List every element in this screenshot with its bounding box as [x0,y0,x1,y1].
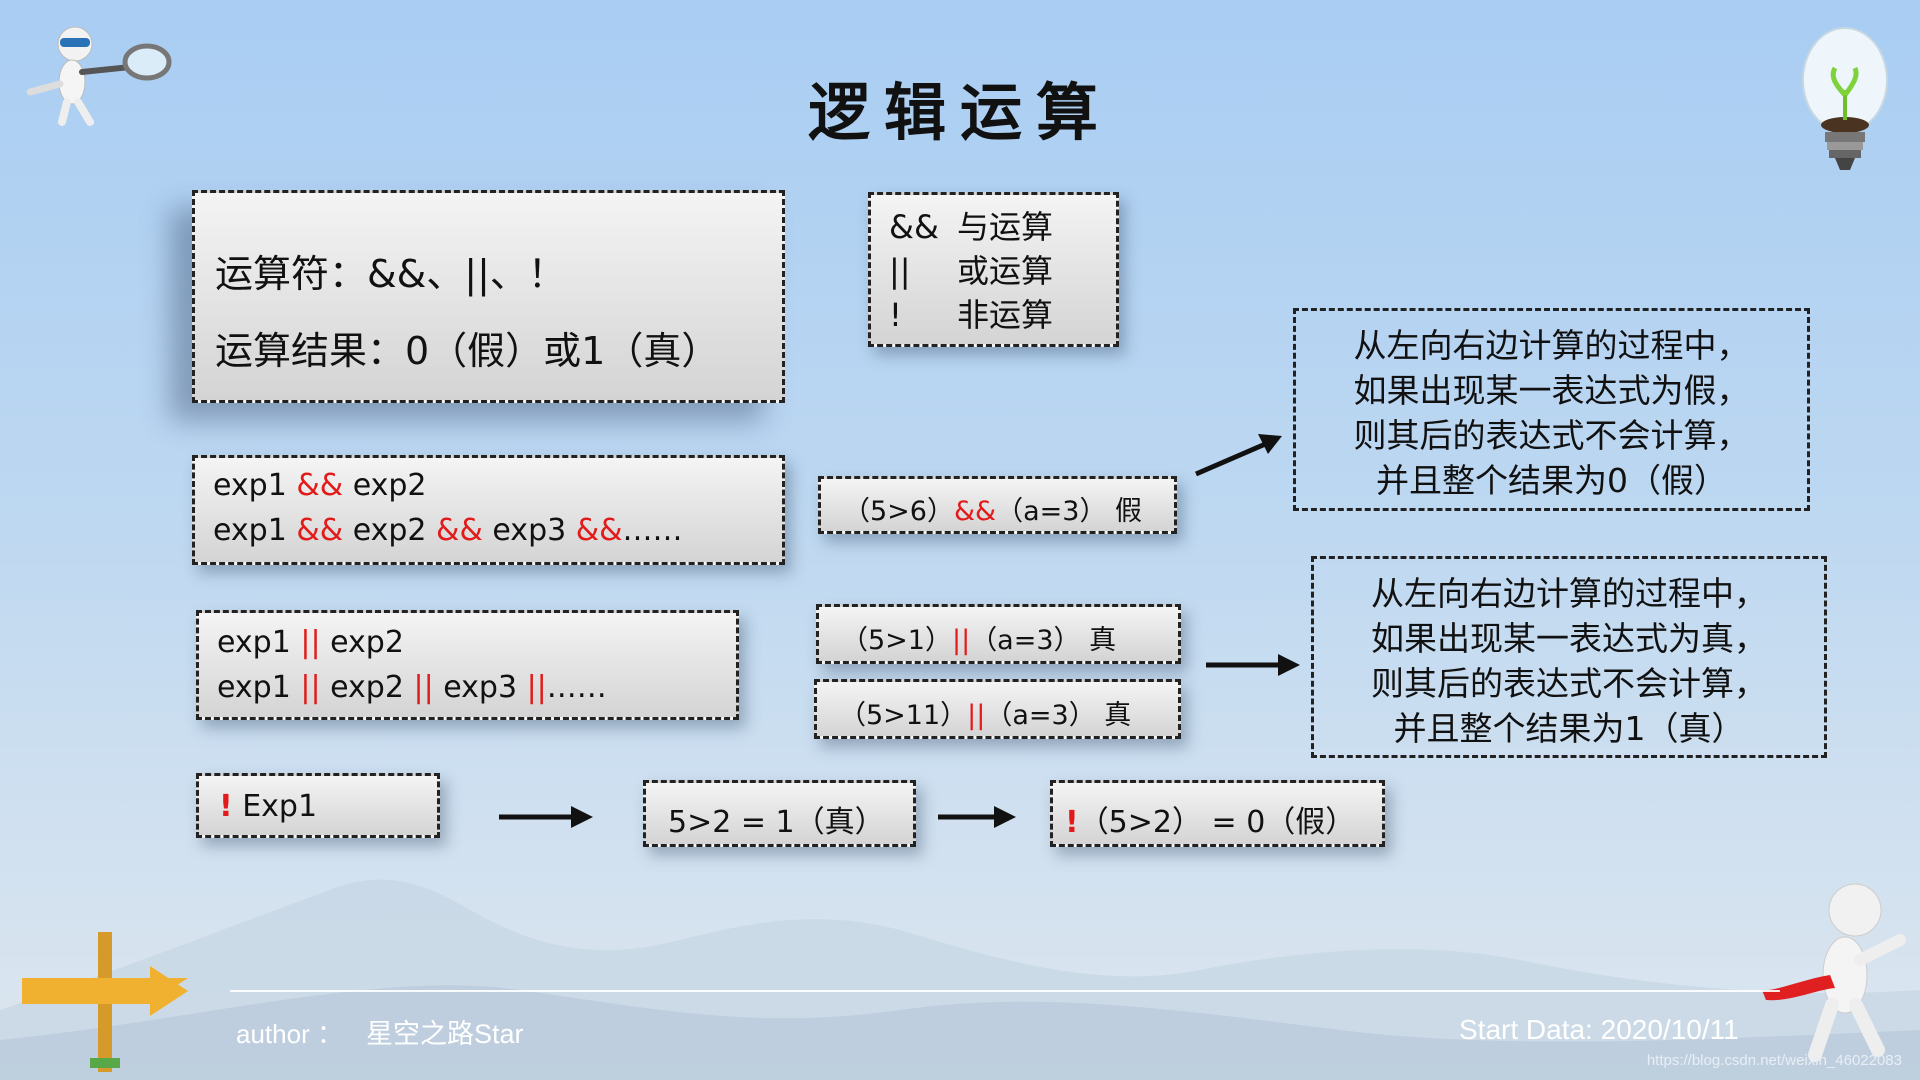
or-operator: || [526,670,547,705]
expr-text: （5>6） [843,496,954,527]
author-name: 星空之路Star [366,1019,524,1049]
not-step2-box: !（5>2） = 0（假） [1050,780,1385,847]
signpost-icon [22,932,188,1072]
or-chain-line: exp1 || exp2 || exp3 ||…… [217,670,607,705]
and-operator: && [953,496,997,527]
expr-text: （a=3） 真 [985,700,1132,731]
legend-op: && [889,208,939,246]
expr-text: exp3 [433,670,527,705]
or-note-box: 从左向右边计算的过程中， 如果出现某一表达式为真， 则其后的表达式不会计算， 并… [1311,556,1827,758]
or-operator: || [413,670,434,705]
legend-desc: 或运算 [957,252,1054,290]
expr-text: exp2 [343,468,427,503]
arrow-right-icon [1206,654,1300,676]
note-line: 从左向右边计算的过程中， [1353,326,1750,365]
or-example-text: （5>1）||（a=3） 真 [841,618,1116,657]
expr-text: exp1 [213,468,297,503]
runner-figure-icon [1762,883,1906,1062]
note-line: 如果出现某一表达式为真， [1371,619,1767,658]
expr-text: exp2 [343,513,437,548]
expr-text: exp3 [482,513,576,548]
expr-text: （a=3） 真 [970,625,1117,656]
or-operator: || [300,670,321,705]
operators-box: 运算符：&&、||、！ 运算结果：0（假）或1（真） [192,190,785,403]
legend-row: && 与运算 [889,205,1053,249]
expr-text: （5>11） [839,700,968,731]
or-example-text: （5>11）||（a=3） 真 [839,693,1131,732]
not-step2-text: !（5>2） = 0（假） [1065,797,1355,841]
ellipsis-text: …… [622,513,683,548]
or-operator: || [951,625,971,656]
legend-op: ! [889,296,902,334]
expr-text: （a=3） 假 [996,496,1143,527]
expr-text: （5>2） = 0（假） [1078,805,1356,840]
or-example-box-2: （5>11）||（a=3） 真 [814,679,1181,739]
operator-legend-box: && 与运算 || 或运算 ! 非运算 [868,192,1119,347]
author-label: author ： [236,1019,343,1049]
and-syntax-line: exp1 && exp2 [213,468,427,503]
note-line: 如果出现某一表达式为假， [1353,371,1750,410]
date-value: 2020/10/11 [1600,1014,1739,1045]
magnifier-robot-icon [26,26,172,126]
not-operator: ! [1065,805,1079,840]
or-example-box-1: （5>1）||（a=3） 真 [816,604,1181,664]
note-line: 并且整个结果为0（假） [1376,461,1727,500]
and-note-box: 从左向右边计算的过程中， 如果出现某一表达式为假， 则其后的表达式不会计算， 并… [1293,308,1810,511]
legend-desc: 非运算 [957,296,1054,334]
or-syntax-line: exp1 || exp2 [217,625,404,660]
and-syntax-box: exp1 && exp2 exp1 && exp2 && exp3 &&…… [192,455,785,565]
not-syntax-box: ! Exp1 [196,773,440,838]
expr-text: Exp1 [232,789,318,824]
not-syntax-line: ! Exp1 [219,789,317,824]
expr-text: exp2 [320,625,404,660]
legend-row: || 或运算 [889,249,1053,293]
note-line: 并且整个结果为1（真） [1393,709,1745,748]
and-example-box: （5>6）&&（a=3） 假 [818,476,1177,534]
and-operator: && [296,468,344,503]
expr-text: exp1 [217,625,301,660]
or-syntax-box: exp1 || exp2 exp1 || exp2 || exp3 ||…… [196,610,739,720]
arrow-right-icon [499,806,593,828]
arrow-right-icon [938,806,1016,828]
and-operator: && [296,513,344,548]
note-line: 则其后的表达式不会计算， [1353,416,1750,455]
legend-op: || [889,252,911,290]
ellipsis-text: …… [546,670,607,705]
expr-text: exp2 [320,670,414,705]
expr-text: （5>1） [841,625,952,656]
or-operator: || [300,625,321,660]
result-line: 运算结果：0（假）或1（真） [215,329,720,373]
legend-list: && 与运算 || 或运算 ! 非运算 [889,205,1053,337]
start-date: Start Data: 2020/10/11 [1459,1014,1739,1046]
date-label: Start Data: [1459,1014,1601,1045]
and-note-text: 从左向右边计算的过程中， 如果出现某一表达式为假， 则其后的表达式不会计算， 并… [1296,323,1807,503]
or-operator: || [967,700,986,731]
watermark-url: https://blog.csdn.net/weixin_46022083 [1646,1052,1902,1069]
expr-text: exp1 [213,513,297,548]
background-hills [0,879,1920,1080]
operators-line: 运算符：&&、||、！ [215,252,566,296]
and-chain-line: exp1 && exp2 && exp3 &&…… [213,513,683,548]
expr-text: exp1 [217,670,301,705]
note-line: 则其后的表达式不会计算， [1371,664,1767,703]
or-note-text: 从左向右边计算的过程中， 如果出现某一表达式为真， 则其后的表达式不会计算， 并… [1314,571,1824,751]
note-line: 从左向右边计算的过程中， [1371,574,1767,613]
footer-divider [230,990,1780,992]
legend-desc: 与运算 [957,208,1054,246]
lightbulb-icon [1802,27,1888,170]
arrow-right-icon [1195,434,1282,477]
legend-row: ! 非运算 [889,293,1053,337]
and-example-text: （5>6）&&（a=3） 假 [843,489,1142,528]
not-operator: ! [219,789,233,824]
and-operator: && [575,513,623,548]
not-step1-box: 5>2 = 1（真） [643,780,916,847]
and-operator: && [436,513,483,548]
not-step1-text: 5>2 = 1（真） [668,805,885,840]
page-title: 逻辑运算 [807,76,1112,149]
